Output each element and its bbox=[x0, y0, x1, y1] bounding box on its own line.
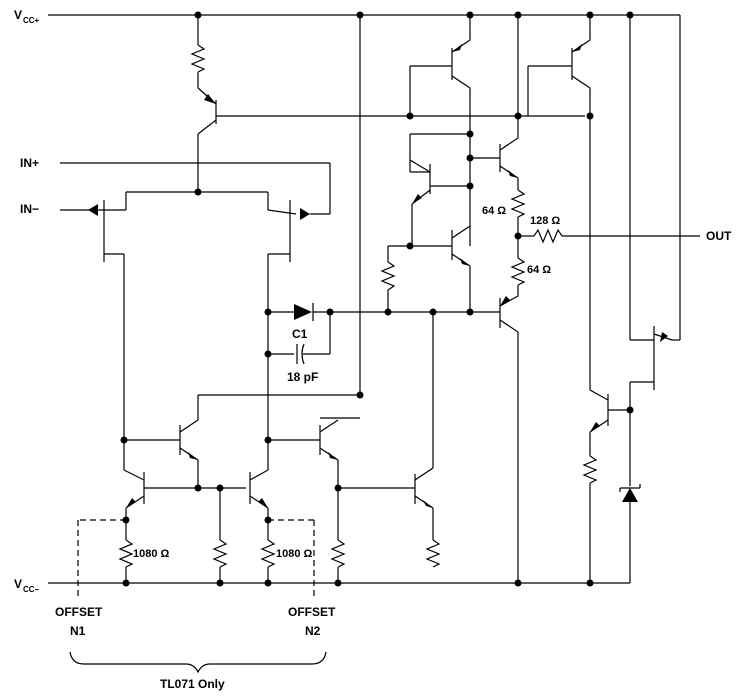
node-470-186 bbox=[466, 182, 474, 190]
vbe-transistor-1 bbox=[409, 159, 470, 246]
node-rail-220 bbox=[216, 579, 224, 587]
offset-n2-dashed bbox=[268, 519, 315, 598]
offset-n2-label: OFFSET bbox=[288, 605, 336, 619]
input-jfet-left bbox=[98, 191, 198, 440]
resistor-590 bbox=[582, 455, 598, 583]
node-410-116 bbox=[406, 112, 414, 120]
bias-resistor-top bbox=[190, 15, 206, 88]
node-360-top bbox=[356, 11, 364, 19]
node-rail-126 bbox=[122, 579, 130, 587]
bottom-transistor-right bbox=[249, 469, 269, 540]
compensation-diode bbox=[268, 303, 500, 321]
resistor-64-lower bbox=[510, 257, 526, 296]
protection-transistor-left bbox=[589, 116, 630, 456]
vbe-transistor-2 bbox=[388, 225, 471, 312]
offset-n2-pin: N2 bbox=[305, 624, 321, 638]
output-pnp-left bbox=[409, 15, 471, 134]
resistor-64-upper-value: 64 Ω bbox=[482, 205, 506, 217]
offset-brace bbox=[69, 651, 327, 674]
node-bottom-198 bbox=[194, 484, 202, 492]
rail-tap-360 bbox=[197, 15, 361, 420]
node-input-top bbox=[194, 188, 202, 196]
bias-chain bbox=[409, 133, 500, 246]
resistor-offset-n1 bbox=[118, 539, 134, 583]
node-433 bbox=[429, 308, 437, 316]
resistor-128 bbox=[518, 228, 700, 244]
resistor-433 bbox=[425, 539, 441, 568]
node-470-134 bbox=[466, 130, 474, 138]
node-360-mid bbox=[356, 391, 364, 399]
node-470-158 bbox=[466, 154, 474, 162]
in-plus-label: IN+ bbox=[20, 156, 39, 170]
capacitor-value: 18 pF bbox=[287, 370, 318, 384]
in-minus-label: IN− bbox=[20, 202, 39, 216]
resistor-338 bbox=[330, 539, 346, 583]
mirror-transistor-right bbox=[268, 419, 339, 540]
node-470-312 bbox=[466, 308, 474, 316]
right-tap-630 bbox=[629, 15, 681, 341]
vcc-minus-label: V bbox=[14, 577, 22, 591]
vcc-plus-subscript: CC+ bbox=[23, 16, 40, 25]
tl071-note: TL071 Only bbox=[160, 677, 225, 691]
resistor-128-value: 128 Ω bbox=[530, 215, 560, 227]
node-410-246 bbox=[406, 242, 414, 250]
output-label: OUT bbox=[706, 229, 732, 243]
vcc-minus-subscript: CC− bbox=[23, 585, 40, 594]
node-rail-268 bbox=[264, 579, 272, 587]
node-338 bbox=[334, 484, 342, 492]
node-rail-338 bbox=[334, 579, 342, 587]
resistor-64-upper bbox=[510, 189, 526, 258]
output-npn-top bbox=[499, 15, 519, 190]
resistor-offset-n1-value: 1080 Ω bbox=[133, 548, 170, 560]
in-plus-wire bbox=[60, 162, 331, 215]
bottom-transistor-left bbox=[123, 440, 246, 540]
input-jfet-right bbox=[198, 191, 310, 312]
capacitor-c1 bbox=[267, 312, 331, 470]
resistor-64-lower-value: 64 Ω bbox=[527, 264, 551, 276]
resistor-388 bbox=[380, 246, 396, 312]
node-cap-left bbox=[264, 350, 272, 358]
node-rail-198 bbox=[194, 11, 202, 19]
node-518-236 bbox=[514, 232, 522, 240]
mirror-transistor-left bbox=[124, 419, 199, 488]
offset-n1-pin: N1 bbox=[70, 624, 86, 638]
resistor-center bbox=[212, 539, 228, 583]
output-pnp-right bbox=[527, 15, 591, 116]
node-388-312 bbox=[384, 308, 392, 316]
offset-n1-label: OFFSET bbox=[55, 605, 103, 619]
bias-transistor-top bbox=[197, 87, 585, 192]
protection-transistor-right bbox=[629, 326, 680, 410]
gain-transistor-lower bbox=[338, 312, 434, 540]
capacitor-name: C1 bbox=[292, 327, 308, 341]
resistor-offset-n2-value: 1080 Ω bbox=[276, 548, 313, 560]
node-right-mirror bbox=[264, 436, 272, 444]
output-pnp-bottom bbox=[499, 295, 519, 583]
vcc-plus-label: V bbox=[14, 8, 22, 22]
resistor-offset-n2 bbox=[260, 539, 276, 583]
offset-n1-dashed bbox=[77, 519, 126, 598]
zener-diode bbox=[619, 410, 641, 583]
in-minus-wire bbox=[60, 204, 98, 216]
